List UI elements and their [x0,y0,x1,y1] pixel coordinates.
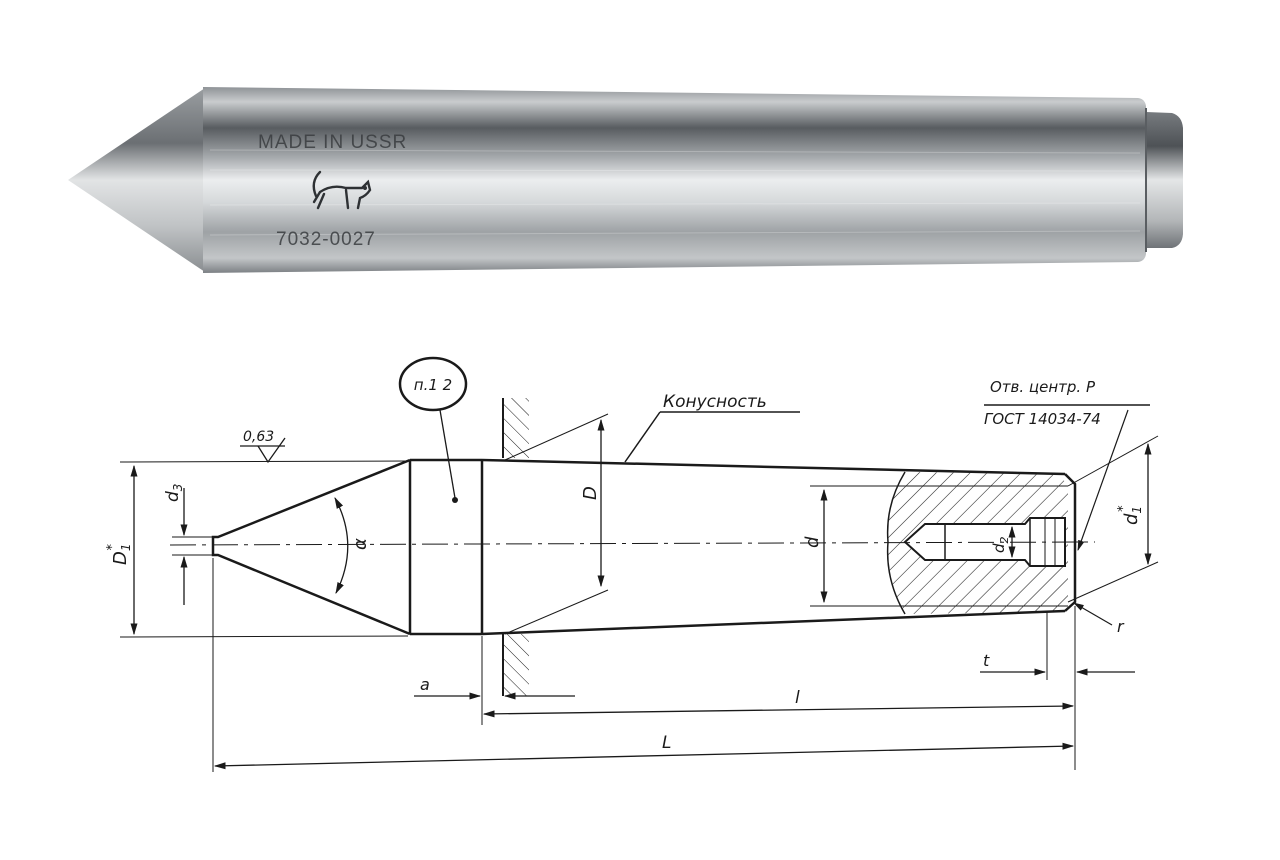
svg-text:l: l [795,688,800,708]
callout-ref: п.1 2 [398,356,468,503]
svg-text:п.1 2: п.1 2 [414,376,452,394]
photo-stamp-bottom: 7032-0027 [276,229,376,250]
svg-text:Конусность: Конусность [663,392,767,412]
dim-d2: d2 [990,525,1016,559]
part-outline [211,458,1077,636]
dim-t: t [980,606,1135,770]
technical-drawing: п.1 2 Конусность Отв. центр. Р ГОСТ 1403… [105,356,1159,772]
taper-label: Конусность [624,392,800,463]
dim-l: l [482,688,1075,718]
dim-D1: D1* [105,460,409,638]
cat-logo-icon [312,170,372,210]
dim-d3: d3 [163,484,212,605]
roughness-mark: 0,63 [240,429,286,464]
svg-text:d: d [802,536,823,548]
centerline [169,541,1096,546]
svg-text:r: r [1117,617,1125,636]
dim-d1: d1* [1067,435,1159,603]
dim-a: a [414,636,575,725]
lathe-center-photo: MADE IN USSR 7032-0027 [68,87,1183,273]
dim-alpha: α [334,496,371,595]
photo-grain [209,149,1141,236]
photo-stamp-top: MADE IN USSR [258,132,407,153]
photo-shank [1146,112,1183,248]
svg-text:t: t [983,651,990,670]
photo-body [203,87,1146,273]
section-view [886,471,1068,615]
dim-r: r [1073,602,1125,636]
dim-D: D [504,413,609,635]
photo-cone [68,88,205,272]
svg-text:d3: d3 [163,484,185,502]
dim-L: L [212,558,1075,772]
svg-text:L: L [662,733,671,753]
svg-text:D: D [580,486,601,500]
svg-text:ГОСТ 14034-74: ГОСТ 14034-74 [984,410,1101,428]
spindle-wall [502,398,529,696]
svg-text:d1*: d1* [1116,505,1144,525]
svg-text:0,63: 0,63 [243,429,274,445]
svg-text:d2: d2 [990,536,1011,553]
svg-text:D1*: D1* [105,543,133,565]
svg-text:a: a [420,675,430,694]
svg-text:Отв. центр. Р: Отв. центр. Р [990,378,1096,396]
svg-text:α: α [350,538,371,550]
dim-d: d [802,485,1068,607]
center-hole-label: Отв. центр. Р ГОСТ 14034-74 [984,378,1150,552]
